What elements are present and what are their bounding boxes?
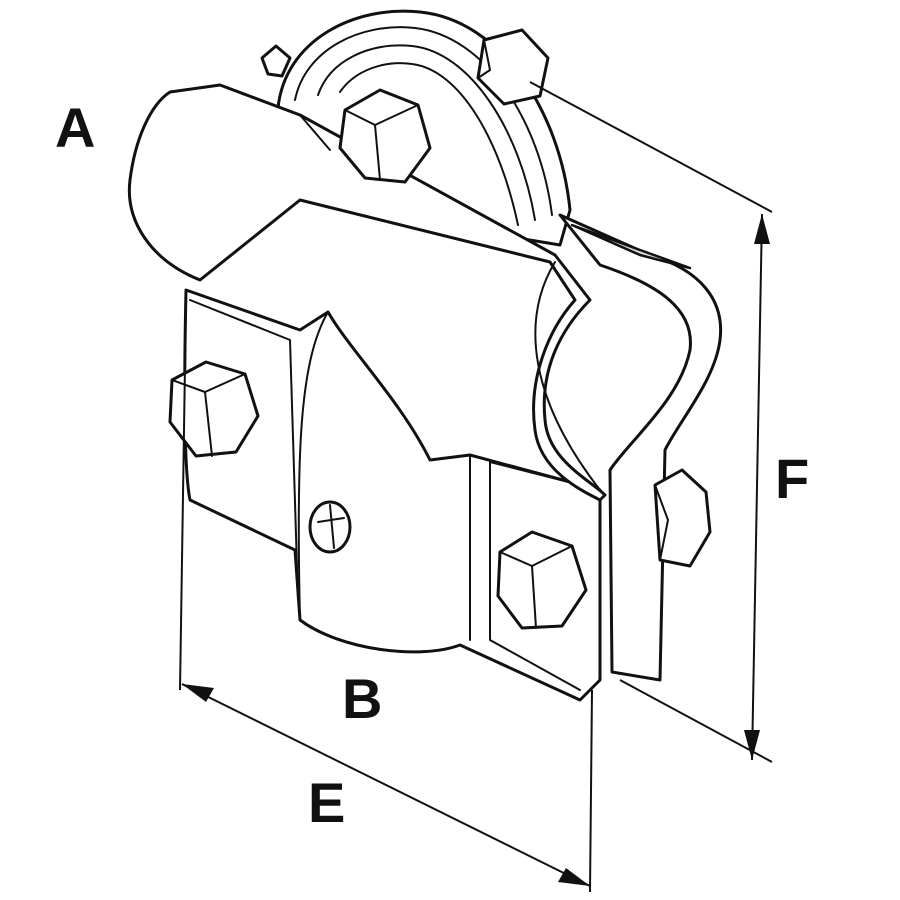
top-back-nut [476, 28, 550, 106]
label-a: A [55, 96, 95, 159]
front-bolt-head [496, 530, 588, 630]
label-e: E [308, 771, 345, 834]
top-strap [127, 83, 607, 502]
dimension-f [529, 81, 773, 763]
rear-strap [558, 213, 723, 682]
axle-pin [260, 44, 292, 78]
screw-hole [308, 500, 352, 554]
clamp-body [183, 288, 602, 702]
label-b: B [342, 667, 382, 730]
right-rear-nut [653, 468, 712, 568]
label-f: F [775, 447, 809, 510]
top-bolt-head [338, 88, 432, 184]
dimension-e [179, 299, 593, 893]
left-bolt-head [168, 360, 260, 458]
